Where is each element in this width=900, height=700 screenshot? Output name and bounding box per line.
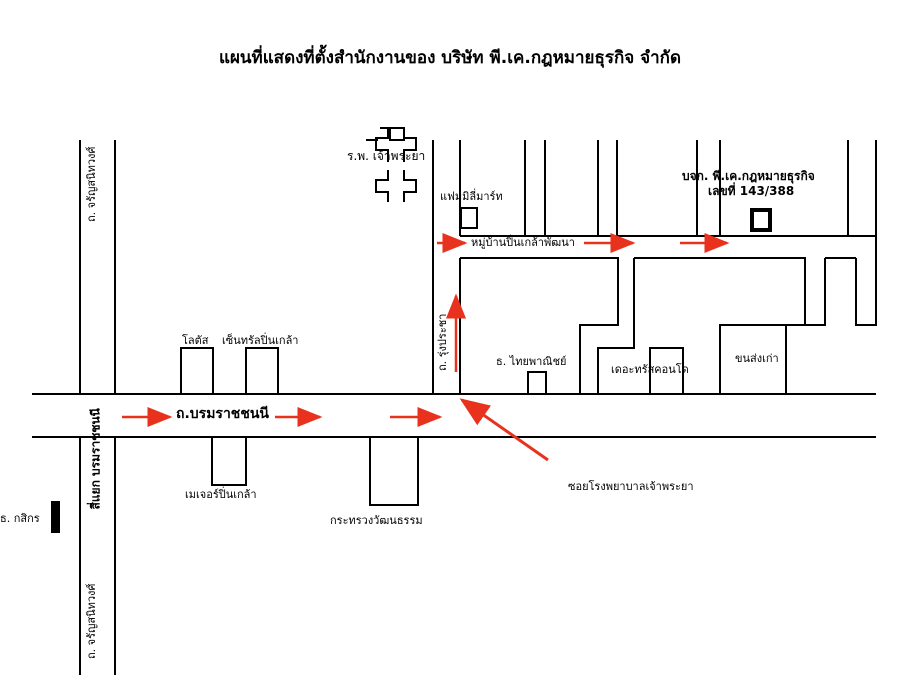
block-lower-a (460, 257, 619, 394)
bakery-label: ขนส่งเก่า (735, 352, 779, 365)
side-road-label: ถ. รุ่งประชา (436, 313, 449, 371)
building-condo (649, 347, 684, 395)
kasikorn-label: ธ. กสิกร (0, 512, 40, 525)
building-lotus (180, 347, 214, 395)
soi-label: ซอยโรงพยาบาลเจ้าพระยา (568, 480, 694, 493)
intersection-label: สี่แยก บรมราชชนนี (88, 408, 103, 510)
block-lower-f (785, 258, 826, 394)
village-label: หมู่บ้านปิ่นเกล้าพัฒนา (471, 236, 575, 249)
lotus-label: โลตัส (182, 334, 209, 347)
building-square-icon (750, 208, 772, 232)
route-arrow-soi (459, 398, 549, 462)
building-central (245, 347, 279, 395)
condo-label: เดอะทรัสคอนโด (611, 363, 689, 376)
thai-panich-label: ธ. ไทยพาณิชย์ (496, 355, 567, 368)
office-name: บจก. พี.เค.กฎหมายธุรกิจ (682, 169, 815, 183)
block-upper-8 (855, 140, 877, 326)
main-road-label: ถ.บรมราชชนนี (176, 406, 269, 422)
major-label: เมเจอร์ปิ่นเกล้า (185, 488, 257, 501)
ministry-label: กระทรวงวัฒนธรรม (330, 514, 423, 527)
building-family-mart (460, 207, 478, 229)
family-mart-label: แฟมมิลี่มาร์ท (440, 190, 503, 203)
building-major (211, 436, 247, 486)
central-label: เซ็นทรัลปิ่นเกล้า (222, 334, 299, 347)
left-road-top-label: ถ. จรัญสนิทวงศ์ (85, 146, 98, 222)
building-kasikorn (51, 501, 60, 533)
hospital-label: ร.พ. เจ้าพระยา (347, 149, 426, 163)
block-lower-c (597, 258, 635, 394)
left-road-bottom-label: ถ. จรัญสนิทวงศ์ (85, 583, 98, 659)
map-title: แผนที่แสดงที่ตั้งสำนักงานของ บริษัท พี.เ… (218, 48, 682, 68)
office-number: เลขที่ 143/388 (708, 184, 795, 198)
building-thai-panich (527, 371, 547, 395)
building-ministry (369, 436, 419, 506)
